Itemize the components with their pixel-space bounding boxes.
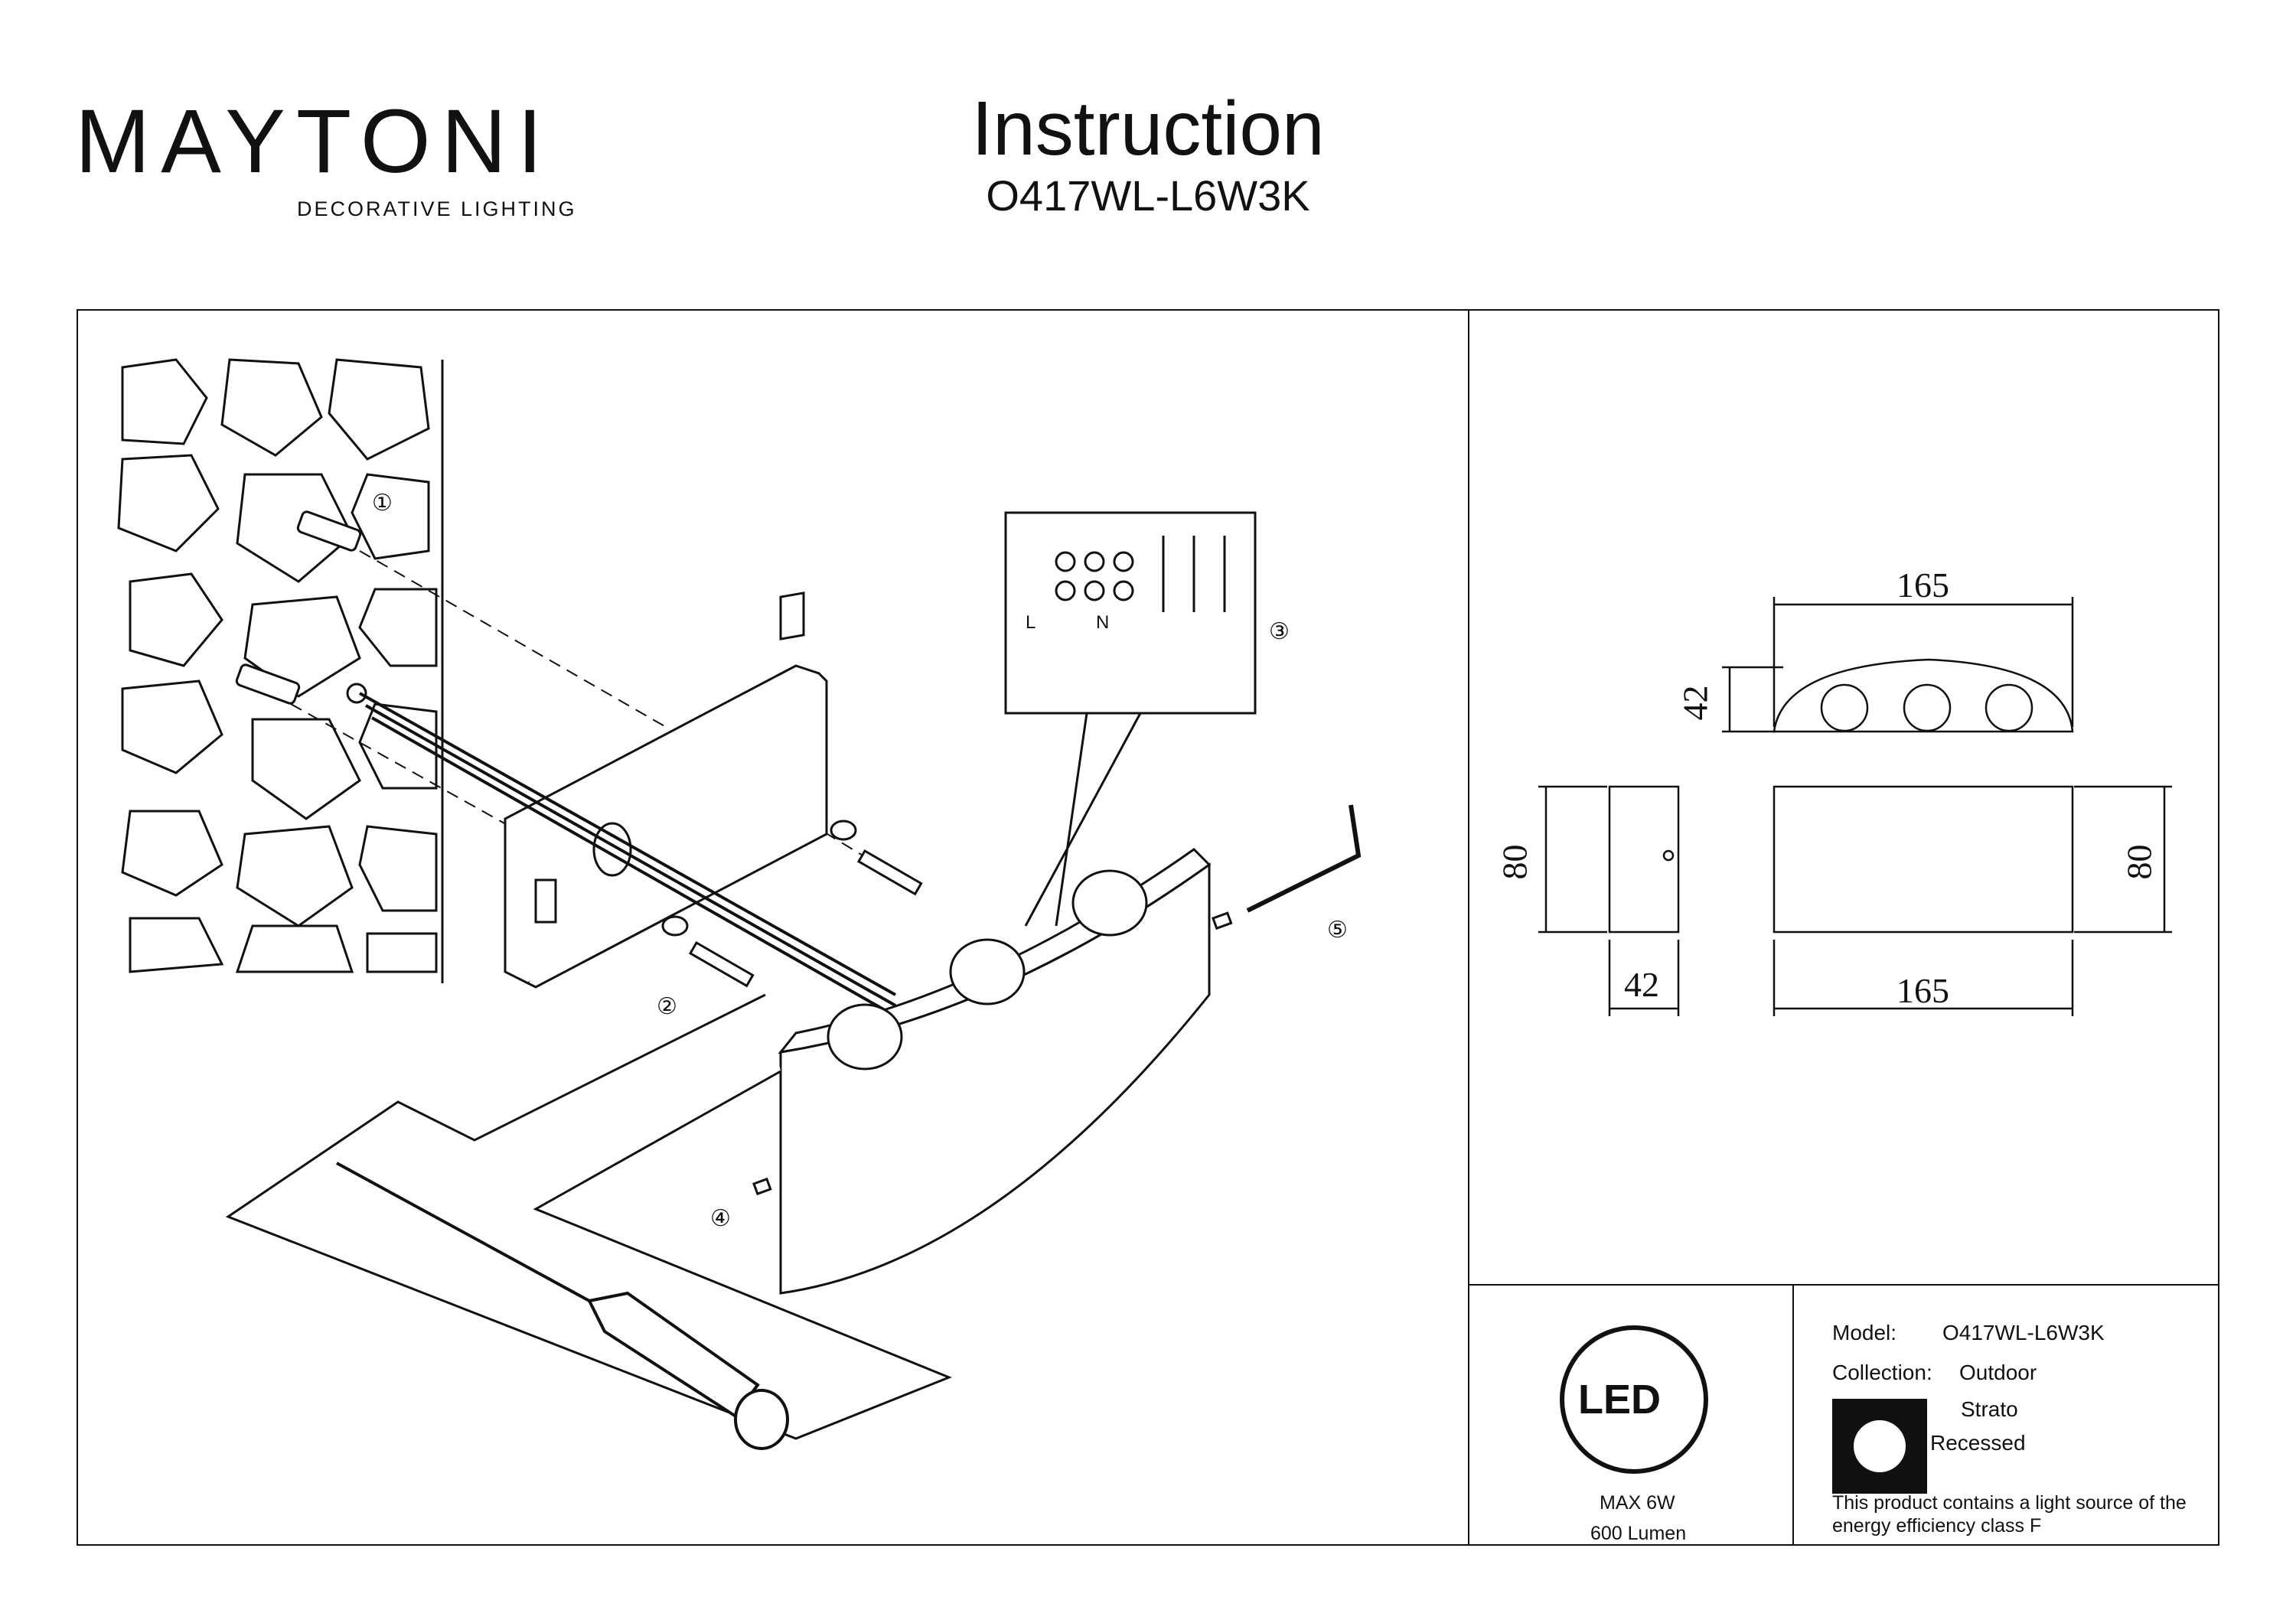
main-frame: [77, 309, 2219, 1546]
model-label: Model:: [1832, 1321, 1897, 1344]
step-4-label: ④: [710, 1206, 731, 1231]
vertical-divider: [1468, 309, 1469, 1546]
dimension-drawings: [1538, 597, 2172, 1016]
step-3-label: ③: [1269, 619, 1290, 644]
energy-note-2: energy efficiency class F: [1832, 1515, 2042, 1537]
terminal-label-n: N: [1096, 612, 1110, 633]
model-value: O417WL-L6W3K: [1942, 1321, 2105, 1344]
collection-icon-circle: [1854, 1420, 1906, 1472]
allen-key: [1246, 804, 1362, 913]
led-badge-text: LED: [1578, 1377, 1661, 1423]
step-2-label: ②: [657, 994, 677, 1019]
collection-line-1: Strato: [1961, 1397, 2018, 1421]
model-code: O417WL-L6W3K: [986, 171, 1310, 220]
screws: [661, 820, 1233, 1196]
dim-side-height: 80: [1495, 844, 1534, 880]
cable: [359, 692, 896, 1018]
step-1-label: ①: [372, 490, 393, 516]
led-badge: [1560, 1325, 1708, 1474]
stone-wall: [117, 358, 444, 983]
info-divider: [1792, 1284, 1794, 1546]
collection-value: Outdoor: [1959, 1361, 2037, 1384]
screwdriver: [336, 1162, 789, 1450]
lumen-text: 600 Lumen: [1590, 1523, 1687, 1544]
horizontal-divider: [1468, 1284, 2219, 1286]
collection-label: Collection:: [1832, 1361, 1932, 1384]
max-power-text: MAX 6W: [1600, 1492, 1675, 1514]
dim-side-depth: 42: [1624, 965, 1659, 1004]
brand-tagline: DECORATIVE LIGHTING: [297, 197, 577, 220]
wall-anchors: [235, 510, 367, 705]
wiring-inset: [1004, 511, 1257, 927]
step-5-label: ⑤: [1327, 917, 1348, 943]
brand-logo: MAYTONI: [75, 91, 553, 192]
terminal-label-l: L: [1026, 612, 1036, 633]
lamp-body: [778, 848, 1212, 1295]
collection-line-2: Recessed: [1930, 1431, 2026, 1455]
top-view-outline: [1773, 658, 2074, 733]
dim-front-width: 165: [1896, 971, 1949, 1010]
installation-diagram: [117, 358, 1362, 1450]
screwdriver-panel: [225, 993, 953, 1440]
dim-top-depth: 42: [1675, 685, 1715, 721]
dim-front-height: 80: [2119, 844, 2159, 880]
energy-note-1: This product contains a light source of …: [1832, 1492, 2187, 1514]
dim-top-width: 165: [1896, 565, 1949, 605]
mounting-plate: [504, 592, 828, 989]
page-title: Instruction: [971, 86, 1325, 171]
